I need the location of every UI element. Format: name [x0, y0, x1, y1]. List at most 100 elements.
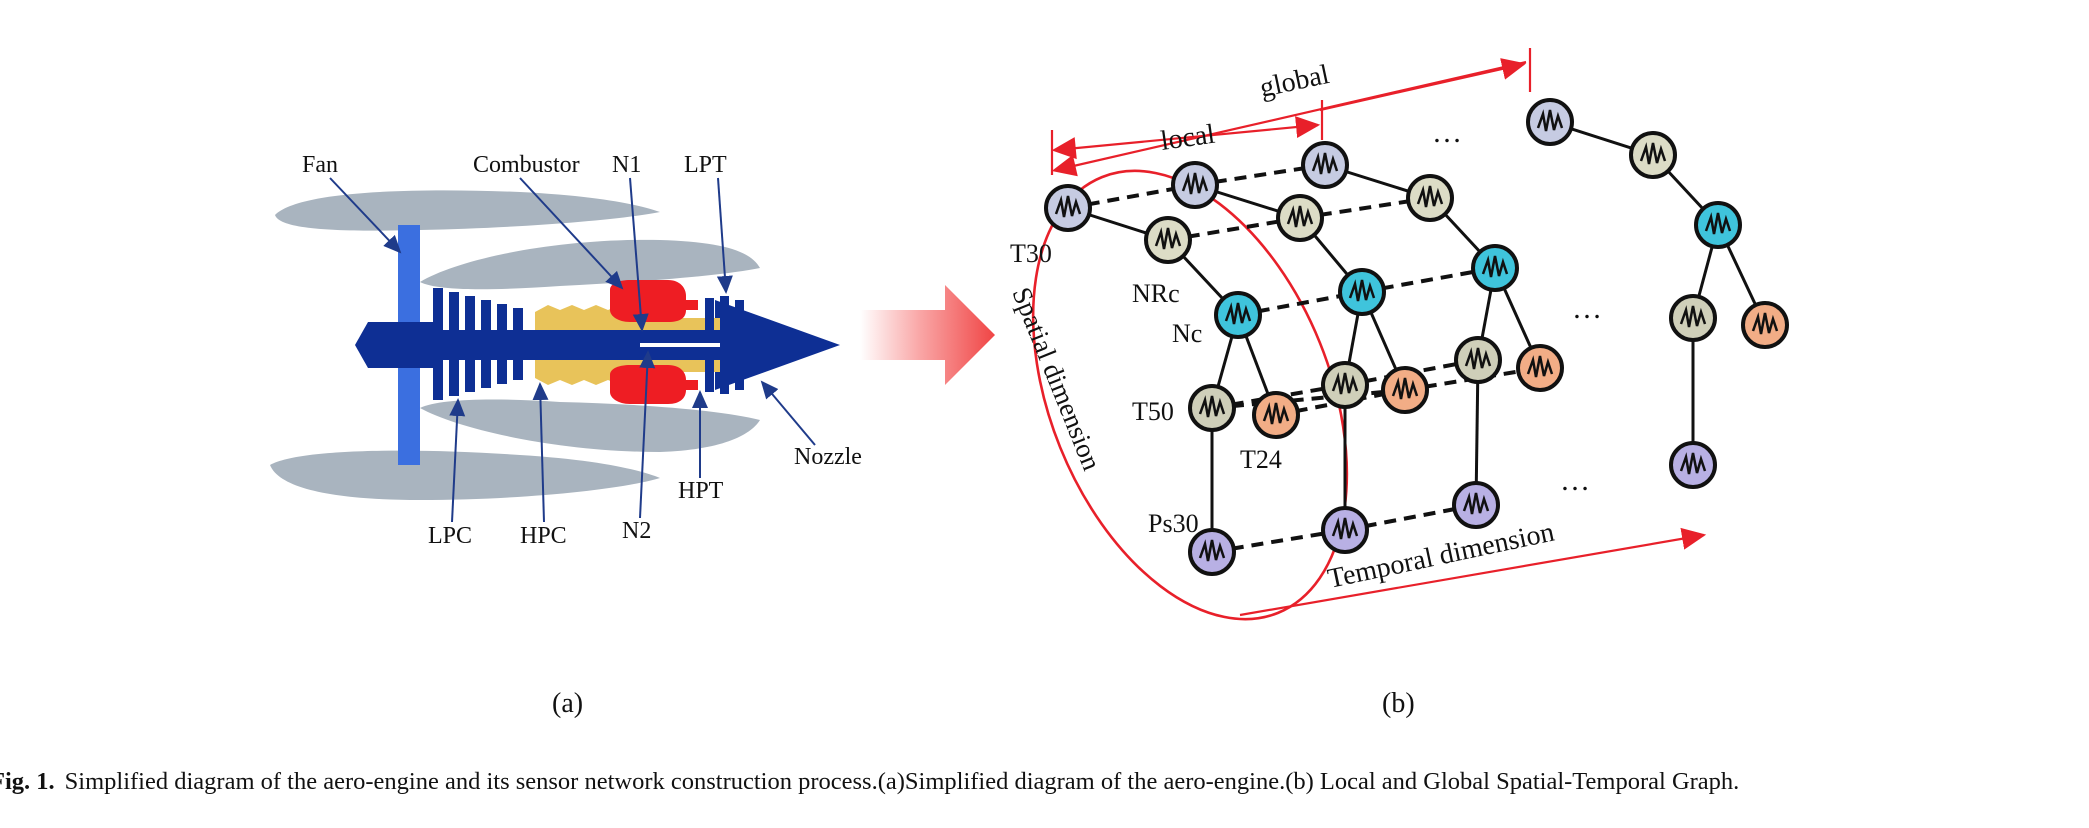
- sensor-label-t50: T50: [1132, 397, 1174, 426]
- signal-waveform-icon: [1198, 395, 1226, 418]
- signal-waveform-icon: [1416, 185, 1444, 208]
- dimension-arrows: [1050, 48, 1707, 617]
- signal-waveform-icon: [1331, 372, 1359, 395]
- n1-label: N1: [612, 152, 641, 178]
- sensor-node-circle: [1171, 161, 1219, 209]
- sensor-node-t30: [1044, 184, 1092, 232]
- sensor-node-circle: [1669, 441, 1717, 489]
- sensor-node-circle: [1516, 344, 1564, 392]
- signal-waveform-icon: [1462, 492, 1490, 515]
- leader-lines: [329, 177, 816, 523]
- sensor-node-t24: [1516, 344, 1564, 392]
- signal-waveform-icon: [1526, 355, 1554, 378]
- signal-waveform-icon: [1286, 205, 1314, 228]
- signal-waveform-icon: [1331, 517, 1359, 540]
- sensor-node-t30: [1171, 161, 1219, 209]
- ellipsis-bottom: …: [1560, 464, 1590, 497]
- sensor-node-t50: [1321, 361, 1369, 409]
- sensor-node-circle: [1214, 291, 1262, 339]
- hpc-label: HPC: [520, 523, 567, 549]
- signal-waveform-icon: [1198, 539, 1226, 562]
- graph-nodes: [1044, 98, 1789, 576]
- sensor-node-nc: [1214, 291, 1262, 339]
- sensor-node-circle: [1144, 216, 1192, 264]
- lpt-label: LPT: [684, 152, 727, 178]
- spatial-ellipse: [1031, 169, 1349, 621]
- sensor-label-t30: T30: [1010, 239, 1052, 268]
- caption-text: Simplified diagram of the aero-engine an…: [64, 768, 1740, 795]
- sensor-node-circle: [1188, 384, 1236, 432]
- sensor-node-nrc: [1406, 174, 1454, 222]
- signal-waveform-icon: [1481, 255, 1509, 278]
- sensor-node-circle: [1669, 294, 1717, 342]
- sensor-node-t50: [1188, 384, 1236, 432]
- figure-caption: Fig. 1. Simplified diagram of the aero-en…: [0, 768, 2089, 796]
- sensor-node-circle: [1276, 194, 1324, 242]
- hpt-label: HPT: [678, 478, 724, 504]
- signal-waveform-icon: [1054, 195, 1082, 218]
- sensor-node-ps30: [1188, 528, 1236, 576]
- ellipsis-middle: …: [1572, 292, 1602, 325]
- sensor-node-t50: [1454, 336, 1502, 384]
- inner-casing-bottom: [420, 399, 760, 452]
- spinner: [355, 322, 440, 368]
- nozzle-cone: [715, 300, 840, 390]
- sensor-node-t50: [1669, 294, 1717, 342]
- sensor-node-t24: [1252, 391, 1300, 439]
- global-label: global: [1257, 59, 1332, 104]
- sensor-node-circle: [1471, 244, 1519, 292]
- spatial-edge: [1474, 359, 1480, 506]
- n2-label: N2: [622, 518, 651, 544]
- sensor-node-nc: [1694, 201, 1742, 249]
- sensor-node-circle: [1044, 184, 1092, 232]
- signal-waveform-icon: [1679, 305, 1707, 328]
- combustor: [610, 280, 698, 404]
- sensor-node-t24: [1741, 301, 1789, 349]
- sensor-node-t30: [1301, 141, 1349, 189]
- signal-waveform-icon: [1639, 142, 1667, 165]
- outer-casing-top: [275, 190, 660, 231]
- sensor-node-circle: [1741, 301, 1789, 349]
- signal-waveform-icon: [1704, 212, 1732, 235]
- local-label: local: [1159, 119, 1217, 157]
- sensor-node-circle: [1454, 336, 1502, 384]
- sensor-node-circle: [1694, 201, 1742, 249]
- lpc-label: LPC: [428, 523, 472, 549]
- spatial-dimension-label: Spatial dimension: [1006, 283, 1107, 475]
- engine-diagram: Fan Combustor N1 LPT Nozzle HPT LPC HPC …: [270, 152, 862, 719]
- sensor-node-nc: [1471, 244, 1519, 292]
- sensor-node-circle: [1526, 98, 1574, 146]
- nozzle-label: Nozzle: [794, 444, 862, 470]
- sensor-node-nrc: [1629, 131, 1677, 179]
- sensor-node-circle: [1252, 391, 1300, 439]
- sensor-node-ps30: [1669, 441, 1717, 489]
- sensor-node-circle: [1381, 366, 1429, 414]
- sensor-node-ps30: [1452, 481, 1500, 529]
- figure: Fan Combustor N1 LPT Nozzle HPT LPC HPC …: [270, 48, 1789, 719]
- sensor-node-nrc: [1144, 216, 1192, 264]
- sensor-node-nrc: [1276, 194, 1324, 242]
- signal-waveform-icon: [1464, 347, 1492, 370]
- outer-casing-bottom: [270, 450, 660, 500]
- sensor-node-circle: [1301, 141, 1349, 189]
- sensor-node-circle: [1629, 131, 1677, 179]
- caption-label: Fig. 1.: [0, 768, 55, 795]
- temporal-edge: [1211, 388, 1406, 410]
- sensor-label-nrc: NRc: [1132, 279, 1180, 308]
- sensor-label-t24: T24: [1240, 445, 1282, 474]
- sensor-node-t24: [1381, 366, 1429, 414]
- inner-casing-top: [420, 239, 760, 290]
- panel-b-label: (b): [1382, 688, 1415, 719]
- signal-waveform-icon: [1391, 377, 1419, 400]
- lpc-blades: [433, 288, 523, 400]
- sensor-node-circle: [1452, 481, 1500, 529]
- panel-a-label: (a): [552, 688, 583, 719]
- sensor-node-circle: [1338, 268, 1386, 316]
- combustor-label: Combustor: [473, 152, 580, 178]
- sensor-node-t30: [1526, 98, 1574, 146]
- ellipsis-top: …: [1432, 116, 1462, 149]
- sensor-node-circle: [1188, 528, 1236, 576]
- transform-arrow: [860, 285, 995, 385]
- fan-label: Fan: [302, 152, 338, 178]
- n1-shaft-line: [640, 343, 720, 347]
